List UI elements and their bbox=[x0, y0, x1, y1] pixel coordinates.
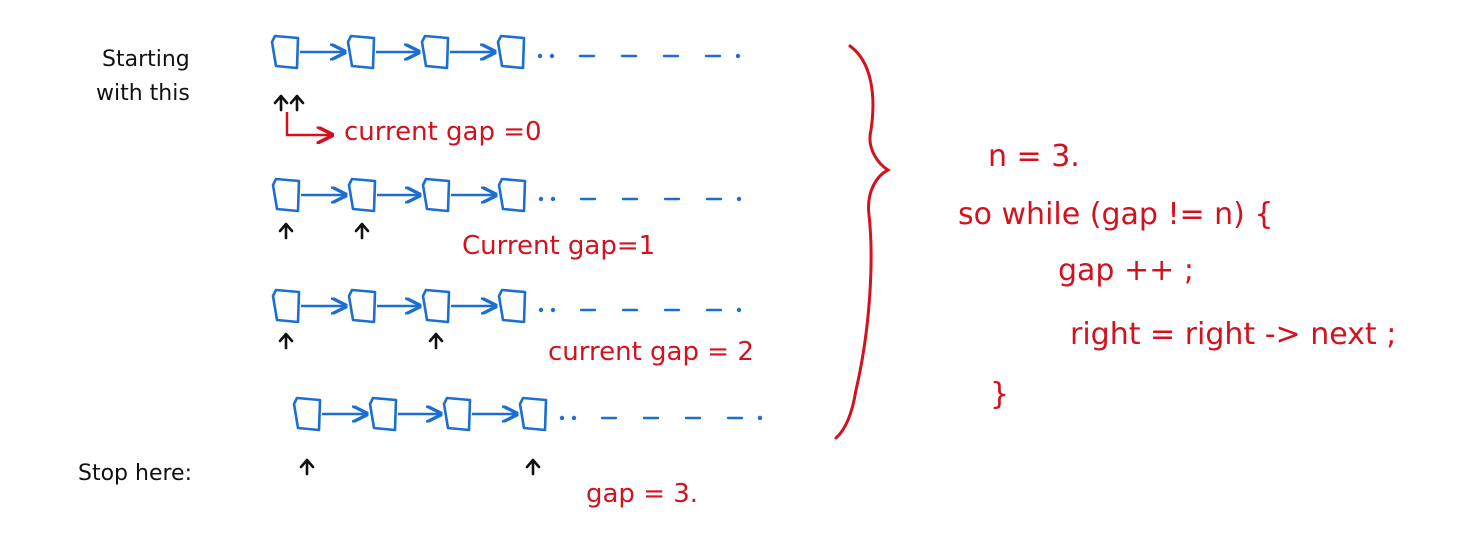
right-pointer-arrow bbox=[354, 222, 370, 240]
continuation-dot bbox=[736, 307, 742, 313]
linked-list-row: current gap = 2 bbox=[271, 288, 754, 367]
continuation-dot bbox=[538, 196, 544, 202]
left-pointer-arrow bbox=[273, 94, 289, 112]
code-right-advance: right = right -> next ; bbox=[1070, 317, 1396, 352]
continuation-dot bbox=[559, 415, 565, 421]
code-while-condition: so while (gap != n) { bbox=[958, 197, 1273, 232]
code-n-equals-3: n = 3. bbox=[988, 139, 1080, 174]
left-pointer-arrow bbox=[299, 458, 315, 476]
code-gap-increment: gap ++ ; bbox=[1058, 253, 1194, 288]
list-node-box bbox=[518, 396, 548, 432]
list-node-box bbox=[292, 396, 322, 432]
continuation-dot bbox=[549, 53, 555, 59]
continuation-dot bbox=[571, 415, 577, 421]
gap-label: Current gap=1 bbox=[462, 231, 655, 261]
list-node-box bbox=[271, 177, 301, 213]
right-pointer-arrow bbox=[428, 332, 444, 350]
right-pointer-arrow bbox=[289, 94, 305, 112]
left-pointer-arrow bbox=[278, 332, 294, 350]
list-node-box bbox=[421, 177, 451, 213]
continuation-dot bbox=[537, 53, 543, 59]
continuation-dot bbox=[757, 415, 763, 421]
list-node-box bbox=[368, 396, 398, 432]
continuation-dot bbox=[550, 307, 556, 313]
linked-list-row: Current gap=1 bbox=[271, 177, 742, 261]
list-node-box bbox=[421, 288, 451, 324]
with-this-label: with this bbox=[96, 81, 190, 106]
linked-list-rows: current gap =0 Current gap=1 current gap =… bbox=[270, 34, 763, 509]
continuation-dot bbox=[735, 53, 741, 59]
list-node-box bbox=[347, 177, 377, 213]
stop-here-label: Stop here: bbox=[78, 461, 192, 486]
starting-label: Starting bbox=[102, 47, 190, 72]
code-closing-brace: } bbox=[990, 377, 1009, 412]
gap-label: gap = 3. bbox=[586, 479, 698, 509]
linked-list-row: current gap =0 bbox=[270, 34, 741, 147]
continuation-dot bbox=[736, 196, 742, 202]
list-node-box bbox=[496, 34, 526, 70]
gap-label: current gap =0 bbox=[344, 117, 542, 147]
left-pointer-arrow bbox=[278, 222, 294, 240]
list-node-box bbox=[270, 34, 300, 70]
current-gap-0-arrow bbox=[285, 112, 332, 135]
continuation-dot bbox=[538, 307, 544, 313]
list-node-box bbox=[271, 288, 301, 324]
list-node-box bbox=[497, 177, 527, 213]
list-node-box bbox=[420, 34, 450, 70]
list-node-box bbox=[497, 288, 527, 324]
linked-list-row: gap = 3. bbox=[292, 396, 763, 509]
gap-label: current gap = 2 bbox=[548, 337, 754, 367]
right-pointer-arrow bbox=[525, 458, 541, 476]
list-node-box bbox=[442, 396, 472, 432]
list-node-box bbox=[347, 288, 377, 324]
list-node-box bbox=[346, 34, 376, 70]
curly-brace bbox=[834, 44, 892, 440]
continuation-dot bbox=[550, 196, 556, 202]
